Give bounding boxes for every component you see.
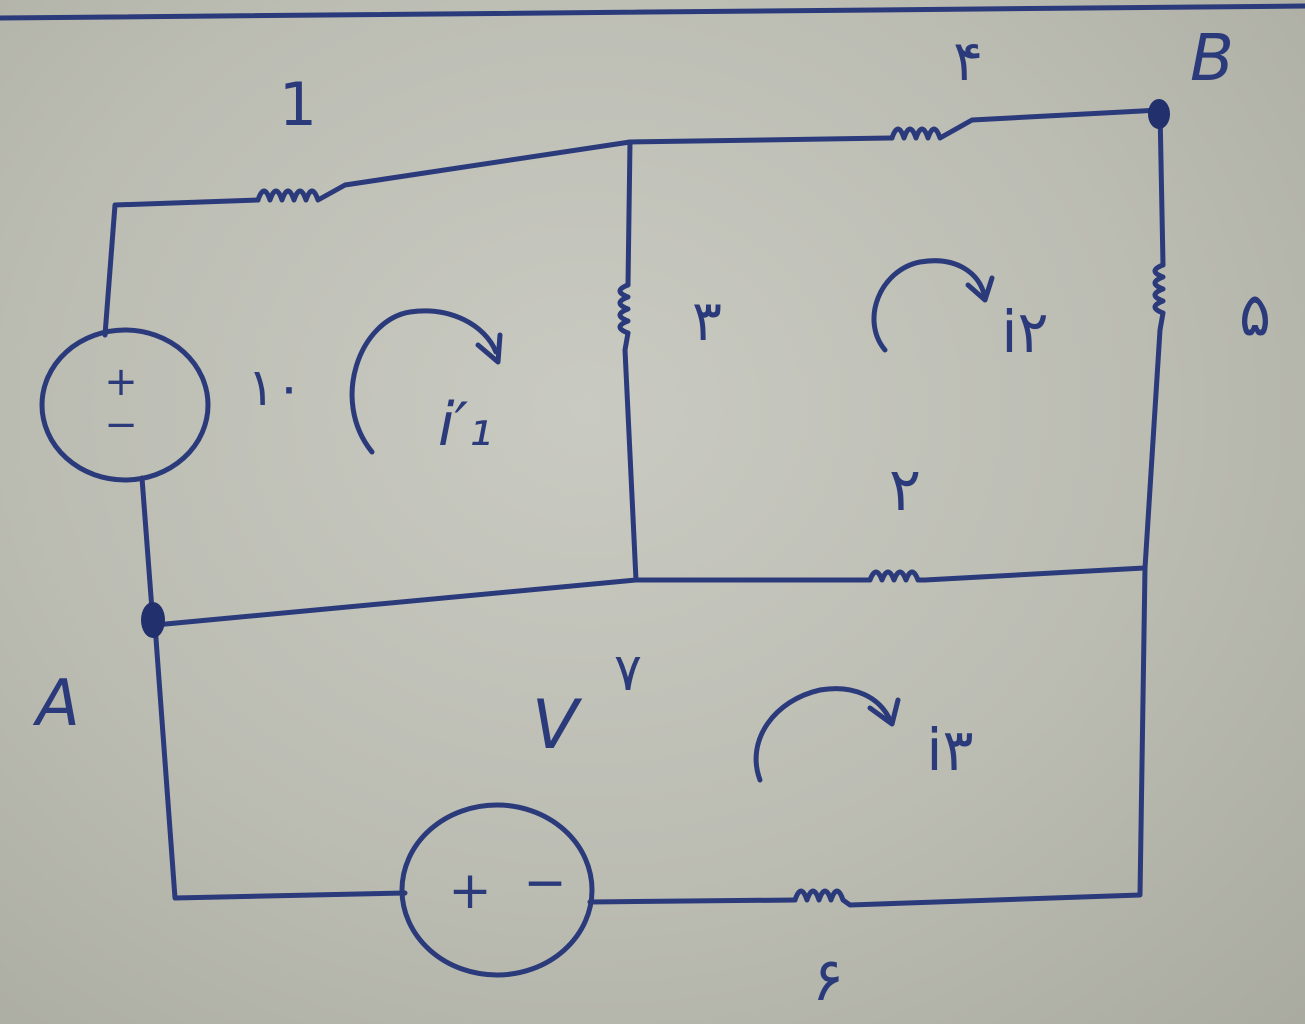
wire-left-upper (102, 197, 261, 338)
resistor-middle-vertical-value: ۳ (692, 289, 722, 354)
wire-right-vertical-top (1157, 107, 1166, 268)
node-b-dot (1148, 99, 1170, 129)
wire-left-lower (139, 475, 155, 613)
source-bottom-plus: + (448, 861, 492, 921)
voltage-source-left: + − (39, 327, 211, 483)
mesh-current-i1-label: i′₁ (438, 390, 492, 460)
wire-top-right (627, 135, 895, 145)
resistor-bottom-value: ۶ (812, 945, 844, 1015)
resistor-top-left-value: 1 (279, 70, 317, 140)
paper-edge-line (0, 3, 1305, 21)
source-bottom-minus: − (523, 853, 567, 913)
source-left-minus: − (104, 402, 138, 448)
mesh-arrow-i1-head (475, 332, 503, 365)
source-bottom-symbol: V (532, 686, 583, 765)
wire-middle-vertical-top (625, 139, 633, 288)
mesh-arrow-i3 (753, 686, 893, 783)
resistor-middle-horizontal (867, 565, 1148, 583)
resistor-top-left (255, 139, 633, 203)
mesh-arrow-i2-head (965, 275, 995, 303)
mesh-current-i3-label: i۳ (926, 716, 973, 784)
wire-bottom-left (152, 622, 408, 901)
mesh-current-i2-label: i۲ (1001, 298, 1048, 366)
mesh-arrow-i3-head (867, 697, 901, 727)
resistor-right-vertical-value: ۵ (1239, 280, 1271, 350)
node-a-label: A (32, 667, 80, 741)
source-left-plus: + (104, 359, 138, 405)
source-bottom-unit: ۷ (614, 643, 642, 703)
mesh-arrow-i2 (871, 258, 988, 353)
voltage-source-bottom: + − (399, 802, 595, 978)
resistor-middle-vertical (617, 282, 639, 583)
resistor-bottom (792, 565, 1148, 908)
node-a-dot (141, 602, 165, 638)
mesh-arrow-i1 (349, 308, 499, 455)
wire-bottom-middle (587, 897, 798, 905)
node-b-label: B (1190, 22, 1234, 96)
wire-middle-horizontal (152, 577, 873, 628)
resistor-right-vertical (1142, 262, 1166, 571)
source-left-value: ۱۰ (247, 358, 303, 418)
resistor-top-right (889, 107, 1163, 141)
resistor-middle-horizontal-value: ۲ (889, 455, 921, 525)
resistor-top-right-value: ۴ (953, 29, 983, 94)
